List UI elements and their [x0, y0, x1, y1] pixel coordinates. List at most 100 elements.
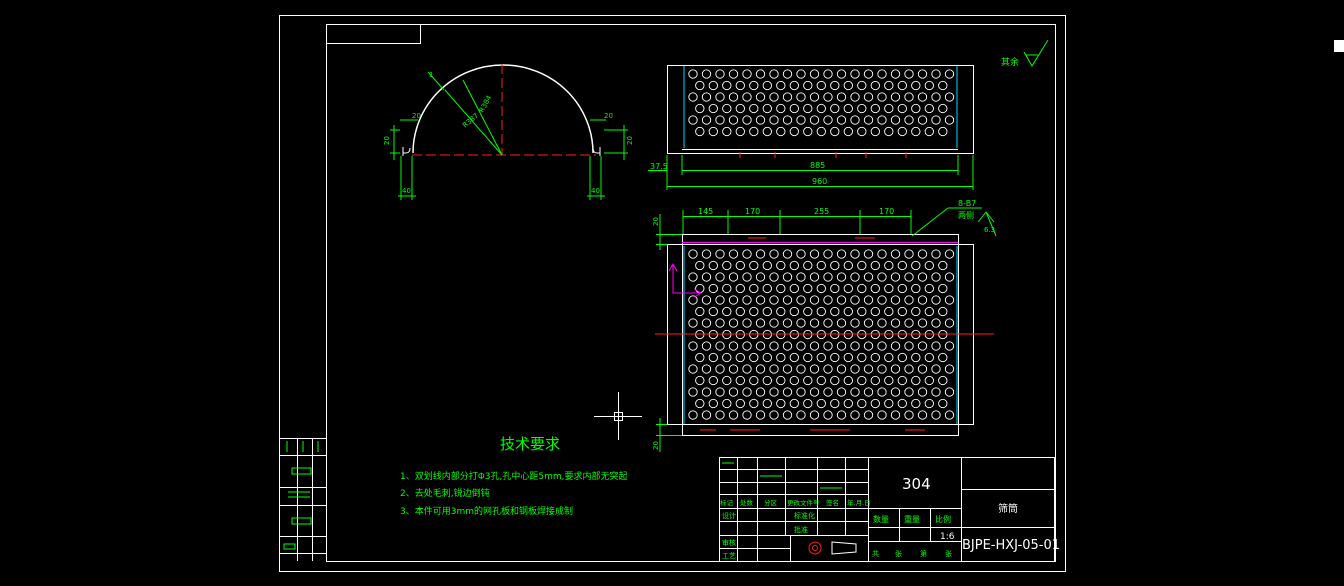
perforation-hole: [769, 341, 779, 351]
plan-view: 145 170 255 170 20 20 8-B7 两侧 6.3: [652, 199, 997, 452]
perforation-hole: [749, 306, 759, 317]
perforation-hole: [688, 387, 698, 397]
perforation-hole: [735, 375, 745, 386]
surface-finish-label: 其余: [1001, 56, 1019, 68]
perforation-hole: [749, 352, 759, 363]
perforation-hole: [877, 318, 887, 328]
perforation-hole: [830, 103, 840, 114]
perforation-hole: [850, 115, 860, 125]
perforation-hole: [796, 341, 806, 351]
perforation-hole: [755, 410, 766, 420]
perforation-hole: [816, 306, 826, 317]
perforation-hole: [904, 410, 914, 420]
perforation-hole: [870, 260, 880, 271]
perforation-hole: [776, 126, 786, 137]
perforation-hole: [911, 283, 921, 294]
perforation-hole: [897, 283, 907, 294]
perforation-hole: [749, 398, 759, 409]
perforation-hole: [911, 126, 921, 137]
perforation-hole: [816, 398, 826, 409]
perforation-hole: [830, 126, 840, 137]
perforation-hole: [911, 260, 921, 271]
inner-border: [326, 24, 1056, 562]
perforation-hole: [863, 69, 874, 79]
perforation-hole: [789, 260, 799, 271]
perforation-hole: [911, 352, 921, 363]
plan-dim-145: 145: [698, 207, 713, 216]
perforation-hole: [701, 92, 712, 102]
perforation-hole: [769, 295, 779, 305]
perforation-hole: [796, 410, 806, 420]
sign-label-design: 设计: [722, 511, 736, 520]
perforation-hole: [701, 295, 712, 305]
perforation-hole: [836, 92, 847, 102]
perforation-hole: [843, 80, 853, 91]
perforation-hole: [938, 103, 948, 114]
top-dim-37-5: 37.5: [650, 162, 668, 171]
perforation-hole: [762, 283, 772, 294]
perforation-hole: [870, 283, 880, 294]
perforation-hole: [823, 69, 833, 79]
part-name-value: 筛筒: [998, 502, 1018, 515]
perforation-hole: [857, 352, 867, 363]
top-view-holes: [688, 69, 955, 137]
perforation-hole: [789, 306, 799, 317]
perforation-hole: [877, 69, 887, 79]
perforation-hole: [742, 410, 752, 420]
perforation-hole: [944, 115, 955, 125]
perforation-hole: [735, 352, 745, 363]
perforation-hole: [809, 318, 820, 328]
perforation-hole: [931, 115, 941, 125]
perforation-hole: [904, 364, 914, 374]
perforation-hole: [782, 249, 793, 259]
perforation-hole: [890, 115, 901, 125]
perforation-hole: [904, 295, 914, 305]
perforation-hole: [897, 80, 907, 91]
perforation-hole: [944, 410, 955, 420]
perforation-hole: [917, 364, 928, 374]
perforation-hole: [728, 387, 739, 397]
plan-dim-side-top: 20: [652, 217, 660, 226]
perforation-hole: [857, 260, 867, 271]
perforation-hole: [830, 375, 840, 386]
top-left-label-box: [326, 24, 421, 44]
sheet-label-no: 第: [920, 549, 927, 558]
perforation-hole: [870, 375, 880, 386]
perforation-hole: [722, 375, 732, 386]
perforation-hole: [708, 306, 718, 317]
perforation-hole: [796, 92, 806, 102]
perforation-hole: [836, 249, 847, 259]
arc-dim-left-side-20: 20: [383, 136, 391, 145]
perforation-hole: [924, 375, 934, 386]
outer-border: [279, 15, 1066, 572]
perforation-hole: [742, 92, 752, 102]
perforation-hole: [944, 69, 955, 79]
perforation-hole: [762, 103, 772, 114]
perforation-hole: [728, 410, 739, 420]
arc-dim-r384: R384: [478, 94, 494, 114]
perforation-hole: [823, 318, 833, 328]
perforation-hole: [823, 364, 833, 374]
perforation-hole: [769, 318, 779, 328]
perforation-hole: [722, 103, 732, 114]
perforation-hole: [755, 115, 766, 125]
weld-sub-label: 两侧: [958, 210, 974, 220]
roughness-value: 6.3: [984, 226, 995, 234]
perforation-hole: [776, 260, 786, 271]
perforation-hole: [708, 260, 718, 271]
arc-dim-right-side-20: 20: [626, 136, 634, 145]
perforation-hole: [836, 295, 847, 305]
perforation-hole: [816, 283, 826, 294]
perforation-hole: [816, 103, 826, 114]
perforation-hole: [695, 306, 705, 317]
perforation-hole: [782, 387, 793, 397]
perforation-hole: [938, 283, 948, 294]
perforation-hole: [789, 283, 799, 294]
row-label-5: 签名: [826, 498, 839, 507]
perforation-hole: [944, 249, 955, 259]
perforation-hole: [863, 318, 874, 328]
perforation-hole: [877, 115, 887, 125]
perforation-hole: [897, 260, 907, 271]
perforation-hole: [877, 387, 887, 397]
